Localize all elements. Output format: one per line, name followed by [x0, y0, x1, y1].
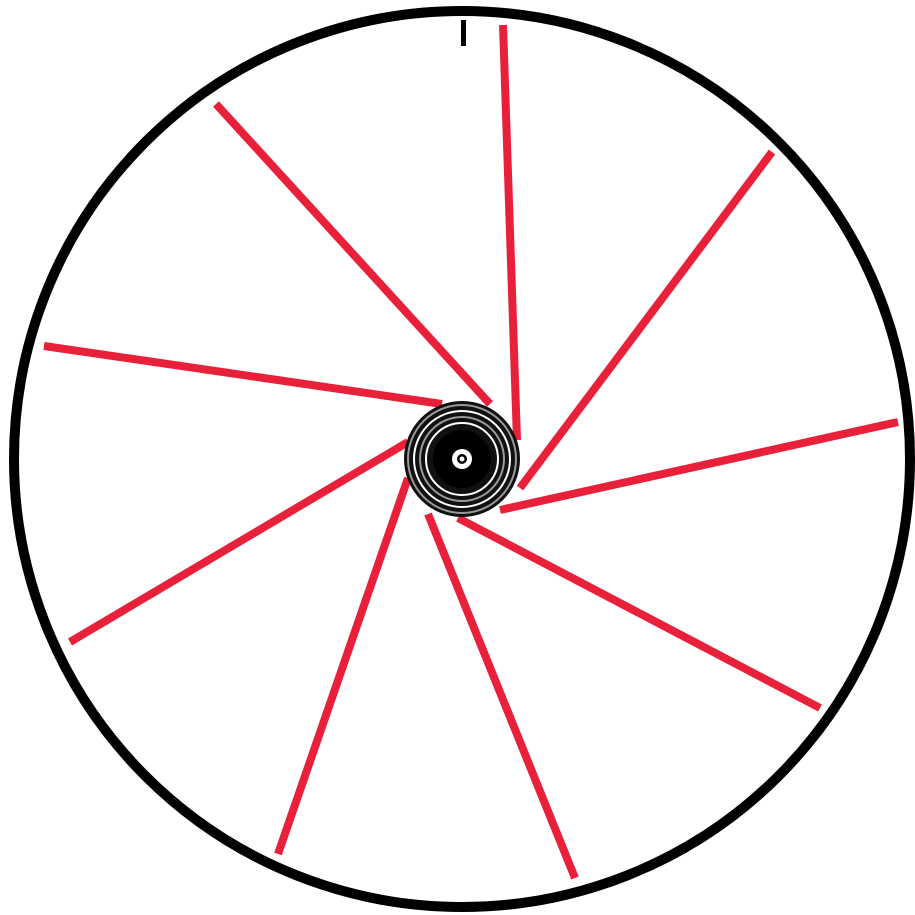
valve-stem — [461, 20, 466, 46]
axle-dot — [460, 457, 465, 462]
wheel-hub — [404, 401, 520, 517]
